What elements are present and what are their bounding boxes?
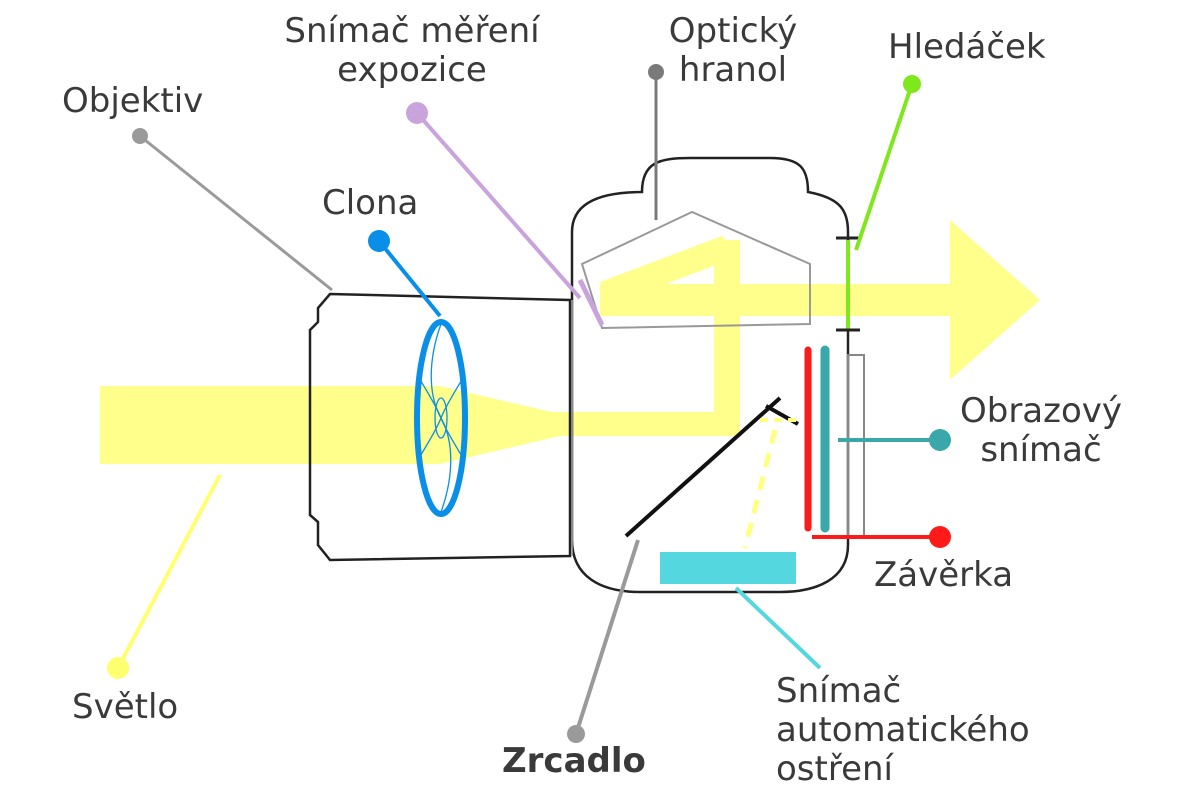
viewfinder-leader <box>854 75 921 251</box>
label-line: expozice <box>337 50 487 91</box>
lens-ellipse <box>414 319 468 517</box>
af-leader <box>734 586 822 670</box>
label-hledacek: Hledáček <box>888 27 1046 67</box>
rear-screen-outline <box>847 354 865 538</box>
label-svetlo: Světlo <box>72 687 179 727</box>
objektiv-leader <box>132 128 333 292</box>
label-snimac-automatickeho-ostreni: Snímač automatického ostření <box>776 671 1030 790</box>
label-line: hranol <box>678 50 788 91</box>
aperture-blades-icon <box>418 323 464 513</box>
clona-leader <box>368 230 442 318</box>
light-beam-to-viewfinder <box>600 284 960 316</box>
label-line: Obrazový <box>959 391 1123 431</box>
label-zrcadlo: Zrcadlo <box>502 741 646 781</box>
svetlo-leader <box>107 474 222 679</box>
camera-body-outline <box>570 156 850 594</box>
label-clona: Clona <box>322 183 419 223</box>
label-line: automatického <box>776 710 1030 751</box>
af-light-path <box>742 429 778 549</box>
incoming-light-beam <box>100 386 440 464</box>
label-zaverka: Závěrka <box>874 555 1014 595</box>
label-opticky-hranol: Optický hranol <box>648 11 818 91</box>
light-beam-up <box>714 240 740 436</box>
main-mirror <box>624 396 782 538</box>
light-path <box>100 220 1040 464</box>
aperture-element <box>414 319 468 517</box>
shutter-leader <box>812 526 951 548</box>
label-line: Optický <box>668 11 798 51</box>
light-arrow-head <box>950 220 1040 380</box>
label-objektiv: Objektiv <box>62 81 204 121</box>
sensor-leader <box>838 429 951 451</box>
prism-leader <box>648 64 664 220</box>
label-obrazovy-snimac: Obrazový snímač <box>946 391 1136 471</box>
label-line: Snímač měření <box>284 11 540 51</box>
zrcadlo-leader <box>567 539 640 743</box>
label-line: snímač <box>980 430 1102 471</box>
lens-barrel-outline <box>308 292 572 562</box>
light-beam-to-mirror <box>450 412 740 436</box>
label-snimac-mereni-expozice: Snímač měření expozice <box>262 11 562 91</box>
label-line: ostření <box>776 749 893 790</box>
af-sensor-block <box>660 552 796 584</box>
metering-sensor-element <box>577 278 605 327</box>
metering-leader <box>406 102 582 300</box>
label-line: Snímač <box>776 671 902 711</box>
